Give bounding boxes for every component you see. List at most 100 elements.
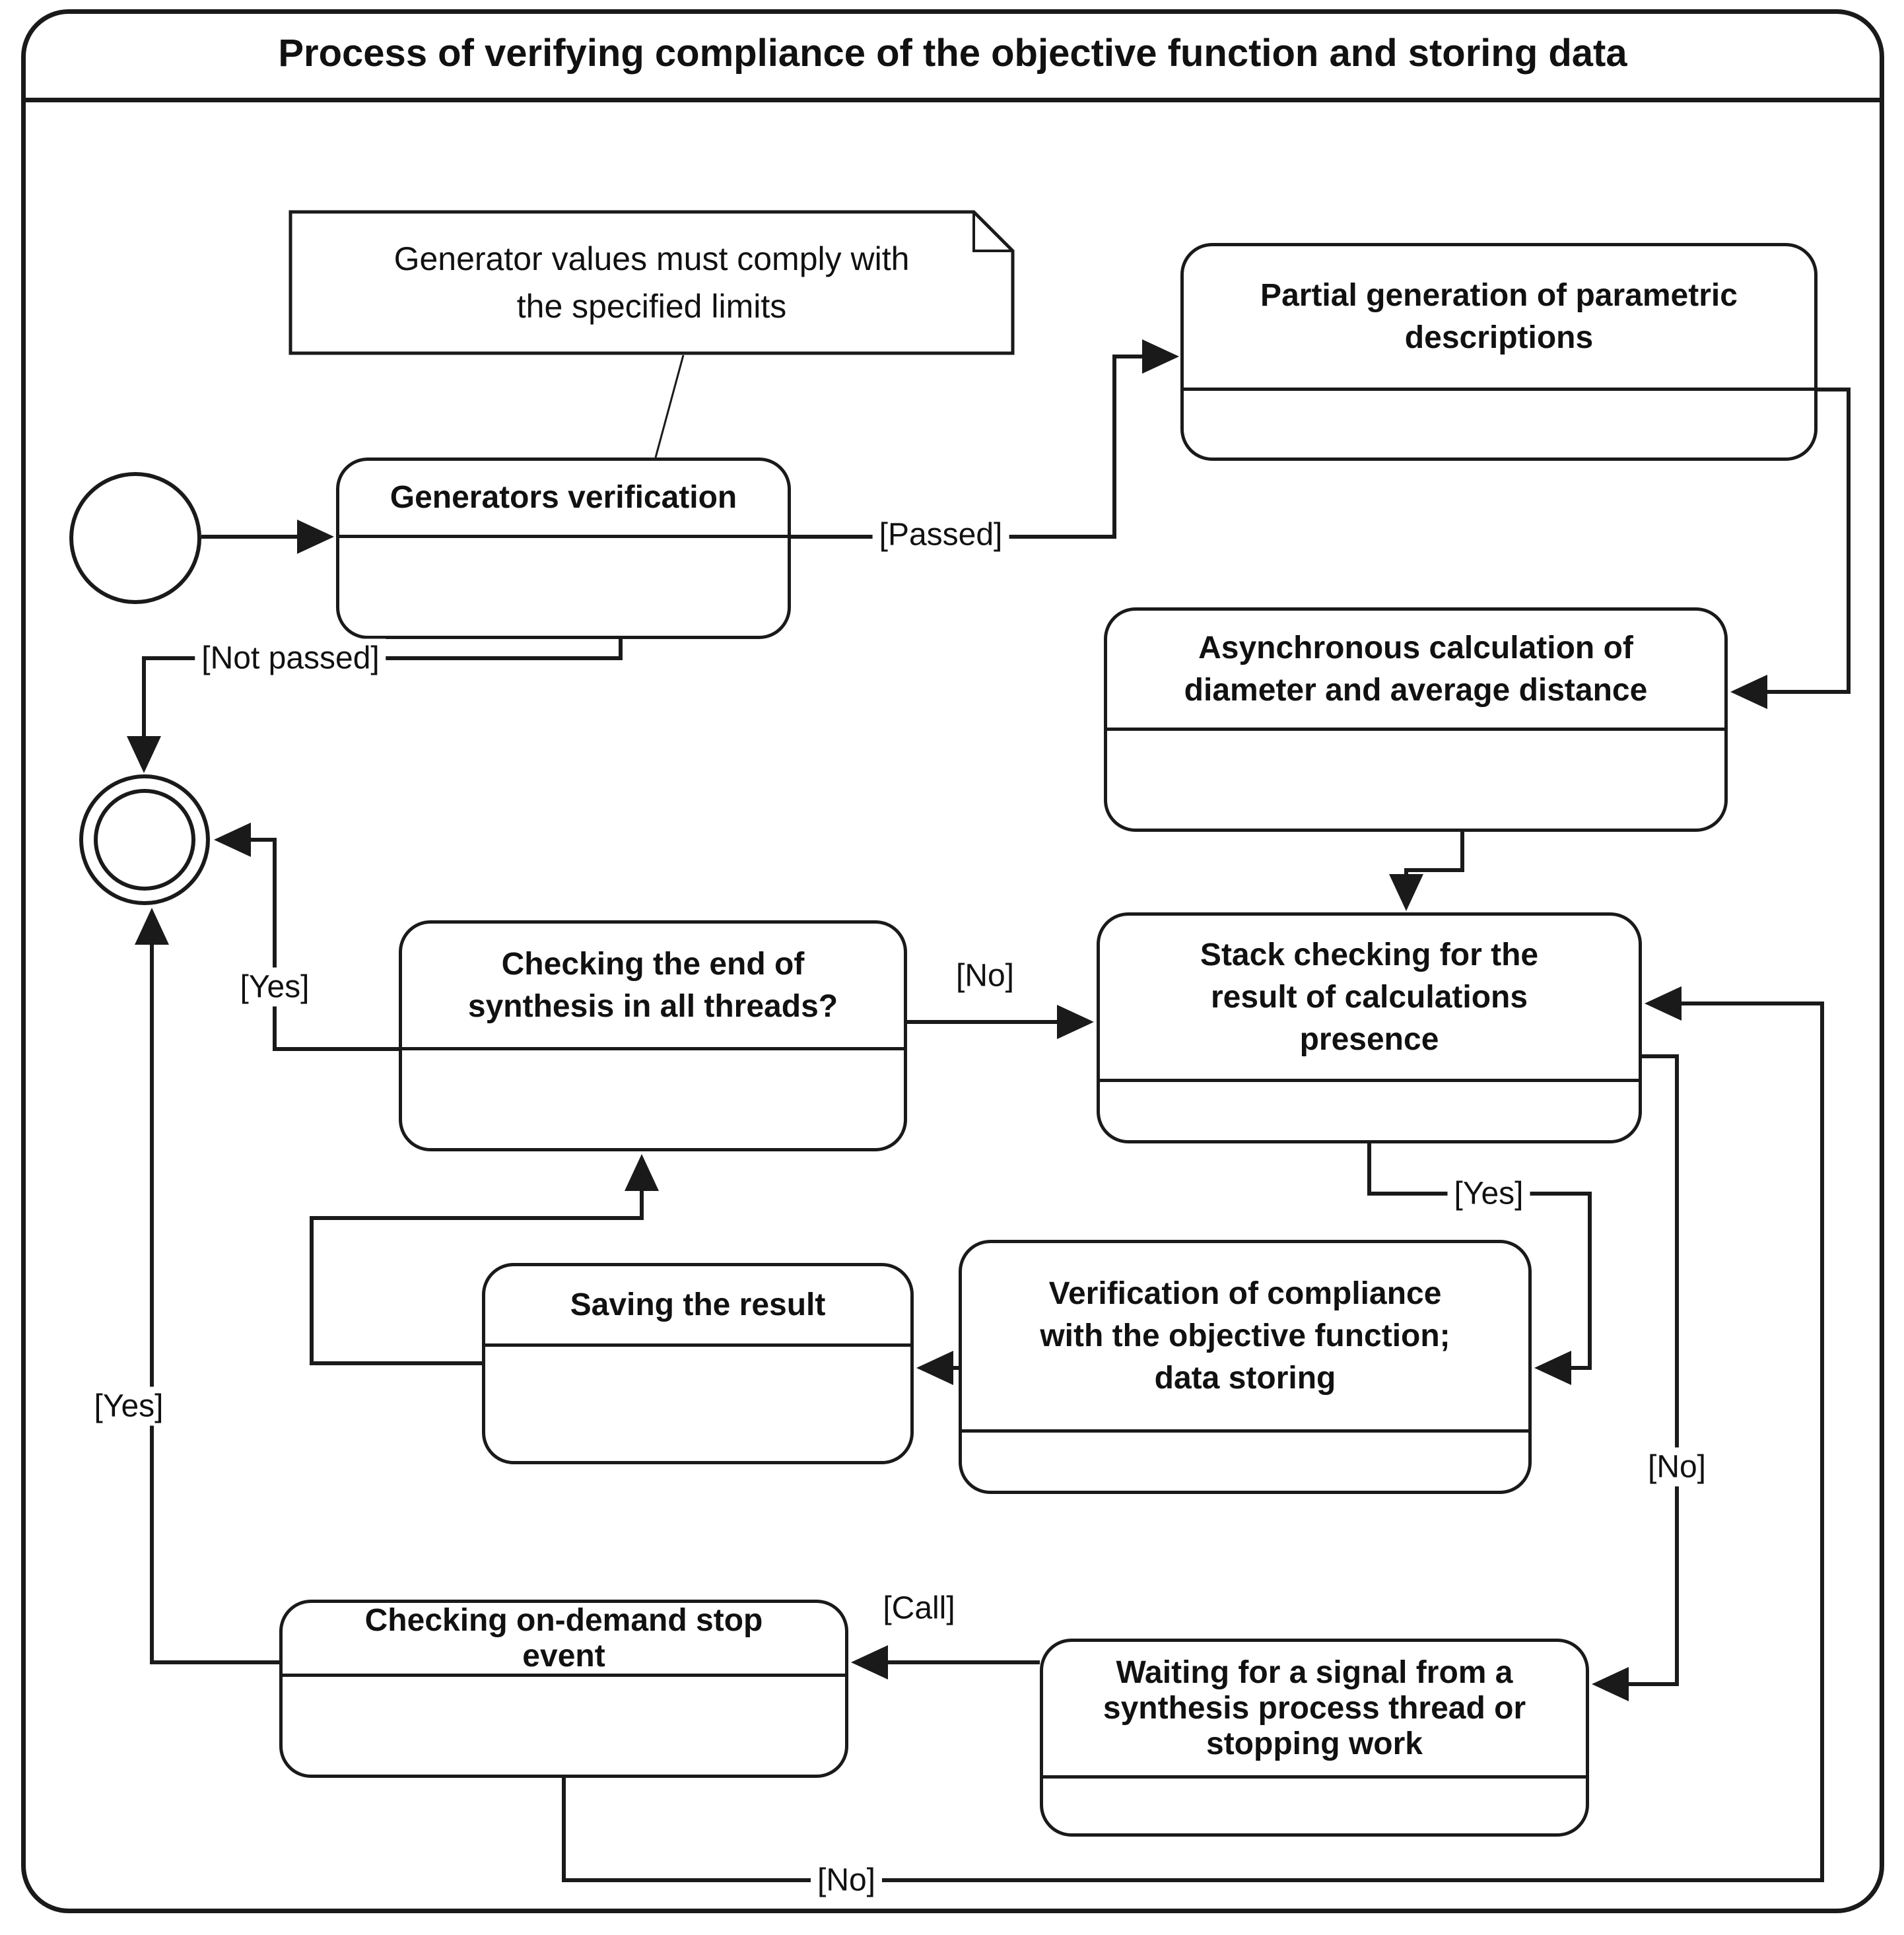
- state-title-line: Verification of compliance: [1048, 1276, 1442, 1311]
- state-title: Asynchronous calculation of diameter and…: [1107, 611, 1724, 731]
- edge-line: [310, 1190, 644, 1365]
- note-fold-icon: [972, 212, 1013, 252]
- edge-line: [1404, 832, 1464, 875]
- state-title-line: result of calculations: [1210, 979, 1528, 1015]
- state-saving-result: Saving the result: [482, 1263, 914, 1464]
- state-title: Checking on-demand stop event: [283, 1603, 845, 1677]
- state-title: Saving the result: [485, 1266, 910, 1347]
- edge-line: [654, 355, 685, 458]
- initial-node: [69, 472, 201, 604]
- state-compartment: [962, 1433, 1528, 1491]
- edge-yes-end-synthesis: [214, 823, 399, 1051]
- edge-no-stack: [1592, 1054, 1679, 1701]
- edge-passed: [791, 339, 1179, 539]
- arrowhead-right-icon: [1142, 339, 1179, 374]
- edge-yes-stack: [1367, 1143, 1592, 1385]
- state-title: Checking the end of synthesis in all thr…: [402, 924, 904, 1050]
- edge-verification-to-saving: [916, 1351, 959, 1385]
- state-title: Stack checking for the result of calcula…: [1100, 916, 1639, 1082]
- diagram-title: Process of verifying compliance of the o…: [278, 31, 1627, 75]
- diagram-frame: [21, 9, 1884, 1913]
- arrowhead-right-icon: [1057, 1005, 1094, 1039]
- state-title-line: diameter and average distance: [1184, 672, 1648, 708]
- state-compartment: [485, 1347, 910, 1461]
- state-check-end-synthesis: Checking the end of synthesis in all thr…: [399, 920, 907, 1151]
- edge-line: [150, 943, 279, 1664]
- guard-yes-stop: [Yes]: [87, 1386, 170, 1426]
- arrowhead-left-icon: [1730, 675, 1767, 709]
- state-title-line: descriptions: [1404, 320, 1594, 355]
- state-compartment: [1107, 731, 1724, 829]
- state-generators-verification: Generators verification: [336, 458, 791, 639]
- guard-not-passed: [Not passed]: [195, 638, 386, 678]
- state-async-calculation: Asynchronous calculation of diameter and…: [1104, 607, 1728, 832]
- state-partial-generation: Partial generation of parametric descrip…: [1180, 243, 1818, 461]
- state-title-line: stopping work: [1206, 1726, 1423, 1761]
- guard-passed: [Passed]: [872, 515, 1009, 555]
- arrowhead-up-icon: [625, 1154, 659, 1191]
- arrowhead-up-icon: [135, 908, 169, 945]
- state-compartment: [1043, 1779, 1586, 1833]
- state-title: Partial generation of parametric descrip…: [1184, 246, 1814, 391]
- note-line: the specified limits: [516, 288, 787, 325]
- state-title-line: Checking on-demand stop: [364, 1602, 763, 1638]
- guard-call: [Call]: [876, 1588, 962, 1628]
- edge-line: [562, 1001, 1824, 1882]
- state-compartment: [402, 1050, 904, 1148]
- final-node: [79, 774, 210, 905]
- state-check-stop-event: Checking on-demand stop event: [279, 1600, 848, 1778]
- state-compartment: [339, 538, 788, 636]
- state-verification-compliance: Verification of compliance with the obje…: [959, 1240, 1532, 1494]
- state-title: Generators verification: [339, 461, 788, 538]
- edge-line: [1766, 388, 1851, 694]
- edge-yes-stop: [135, 908, 279, 1664]
- arrowhead-left-icon: [851, 1645, 888, 1680]
- state-title-line: presence: [1299, 1021, 1439, 1057]
- edge-no-end-synthesis: [907, 1005, 1094, 1039]
- state-title-line: Waiting for a signal from a: [1116, 1655, 1513, 1690]
- final-node-inner: [94, 789, 195, 891]
- state-compartment: [1100, 1082, 1639, 1140]
- arrowhead-left-icon: [1592, 1667, 1629, 1701]
- edge-partial-to-async: [1730, 388, 1851, 709]
- edge-note-connector: [654, 355, 685, 458]
- edge-saving-to-checkend: [310, 1154, 659, 1365]
- guard-yes-stack: [Yes]: [1447, 1174, 1530, 1213]
- arrowhead-left-icon: [1645, 986, 1682, 1021]
- state-compartment: [1184, 391, 1814, 458]
- note-outline: [289, 210, 1015, 355]
- state-stack-checking: Stack checking for the result of calcula…: [1097, 912, 1642, 1143]
- arrowhead-left-icon: [1534, 1351, 1571, 1385]
- state-title-line: with the objective function;: [1040, 1318, 1450, 1353]
- guard-no-end-synthesis: [No]: [949, 956, 1021, 996]
- state-title: Waiting for a signal from a synthesis pr…: [1043, 1642, 1586, 1779]
- title-separator: [22, 98, 1883, 102]
- state-waiting-signal: Waiting for a signal from a synthesis pr…: [1040, 1639, 1589, 1837]
- state-title-line: Stack checking for the: [1200, 937, 1539, 972]
- note-shape: [289, 210, 1015, 355]
- state-title-line: event: [522, 1638, 605, 1674]
- arrowhead-left-icon: [916, 1351, 953, 1385]
- edge-line: [791, 355, 1143, 539]
- state-title-line: synthesis process thread or: [1103, 1691, 1526, 1726]
- arrowhead-down-icon: [1389, 874, 1423, 911]
- edge-no-stop: [562, 986, 1824, 1882]
- note-line: Generator values must comply with: [393, 240, 910, 277]
- arrowhead-right-icon: [297, 520, 334, 554]
- guard-no-stack: [No]: [1641, 1447, 1713, 1487]
- edge-line: [1627, 1054, 1679, 1686]
- note-box: Generator values must comply with the sp…: [289, 210, 1015, 355]
- state-title-line: synthesis in all threads?: [467, 988, 838, 1024]
- note-text: Generator values must comply with the sp…: [289, 210, 1015, 355]
- state-compartment: [283, 1677, 845, 1775]
- arrowhead-left-icon: [214, 823, 251, 857]
- state-title: Verification of compliance with the obje…: [962, 1243, 1528, 1433]
- arrowhead-down-icon: [127, 736, 161, 773]
- state-title-line: Checking the end of: [501, 946, 805, 982]
- state-title-line: Generators verification: [390, 480, 737, 515]
- edge-async-to-stack: [1389, 832, 1464, 911]
- state-title-line: Partial generation of parametric: [1260, 278, 1738, 313]
- state-title-line: Saving the result: [570, 1287, 826, 1322]
